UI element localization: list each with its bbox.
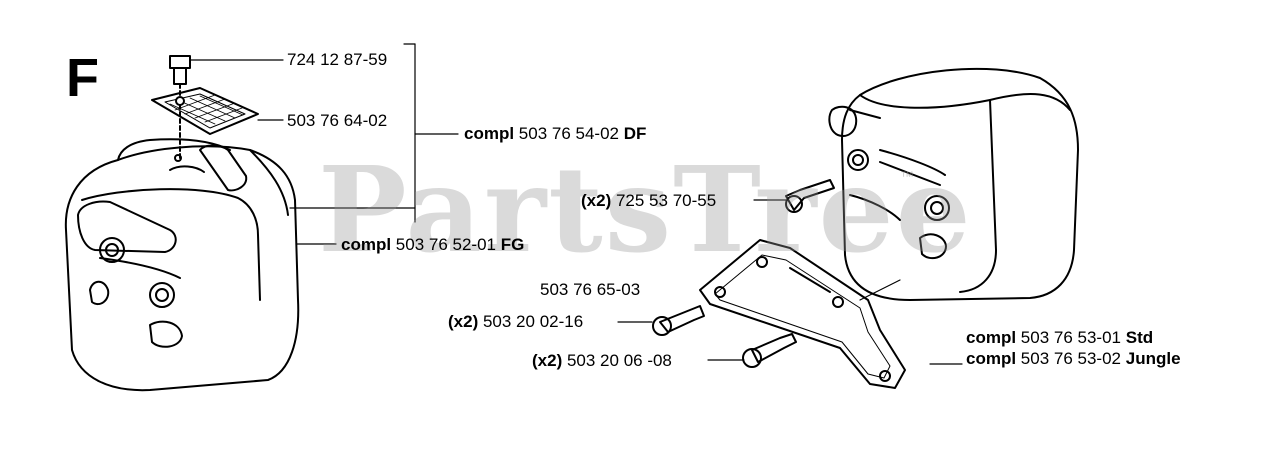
- part-label-screw-top[interactable]: 724 12 87-59: [287, 50, 387, 70]
- part-suffix: DF: [623, 124, 647, 143]
- part-label-assembly-jungle[interactable]: compl 503 76 53-02 Jungle: [966, 349, 1181, 369]
- part-qty: (x2): [581, 191, 612, 210]
- part-prefix: compl: [341, 235, 392, 254]
- bolt-2-drawing: [742, 333, 797, 368]
- part-number: 503 76 53-01: [1020, 328, 1121, 347]
- part-number: 503 76 53-02: [1020, 349, 1121, 368]
- part-number: 503 20 02-16: [482, 312, 584, 331]
- part-prefix: compl: [966, 328, 1017, 347]
- muffler-right: [828, 67, 1079, 301]
- part-label-bolt-2[interactable]: (x2) 503 20 06 -08: [532, 351, 672, 371]
- bracket-drawing: [699, 239, 906, 389]
- section-letter: F: [66, 48, 99, 108]
- part-prefix: compl: [464, 124, 515, 143]
- screen-drawing: [151, 87, 259, 135]
- part-label-screen[interactable]: 503 76 64-02: [287, 111, 387, 131]
- part-label-bracket[interactable]: 503 76 65-03: [540, 280, 640, 300]
- watermark-trademark: ™: [900, 168, 914, 184]
- part-label-assembly-std[interactable]: compl 503 76 53-01 Std: [966, 328, 1153, 348]
- part-suffix: Jungle: [1125, 349, 1181, 368]
- part-prefix: compl: [966, 349, 1017, 368]
- part-number: 725 53 70-55: [615, 191, 717, 210]
- part-label-assembly-df[interactable]: compl 503 76 54-02 DF: [464, 124, 646, 144]
- part-number: 724 12 87-59: [287, 50, 388, 69]
- part-number: 503 76 64-02: [287, 111, 388, 130]
- screw-top-drawing: [169, 55, 191, 161]
- leader-lines: [189, 43, 963, 365]
- screw-muffler-drawing: [785, 179, 835, 213]
- part-suffix: Std: [1125, 328, 1154, 347]
- part-qty: (x2): [448, 312, 479, 331]
- bolt-1-drawing: [652, 305, 705, 336]
- part-number: 503 76 52-01: [395, 235, 496, 254]
- muffler-cover-left: [64, 138, 300, 392]
- part-suffix: FG: [500, 235, 525, 254]
- part-number: 503 76 54-02: [518, 124, 619, 143]
- part-label-assembly-fg[interactable]: compl 503 76 52-01 FG: [341, 235, 524, 255]
- part-number: 503 20 06 -08: [566, 351, 672, 370]
- part-qty: (x2): [532, 351, 563, 370]
- part-label-bolt-1[interactable]: (x2) 503 20 02-16: [448, 312, 583, 332]
- watermark: PartsTree: [318, 140, 973, 279]
- part-label-screw-muffler[interactable]: (x2) 725 53 70-55: [581, 191, 716, 211]
- part-number: 503 76 65-03: [540, 280, 641, 299]
